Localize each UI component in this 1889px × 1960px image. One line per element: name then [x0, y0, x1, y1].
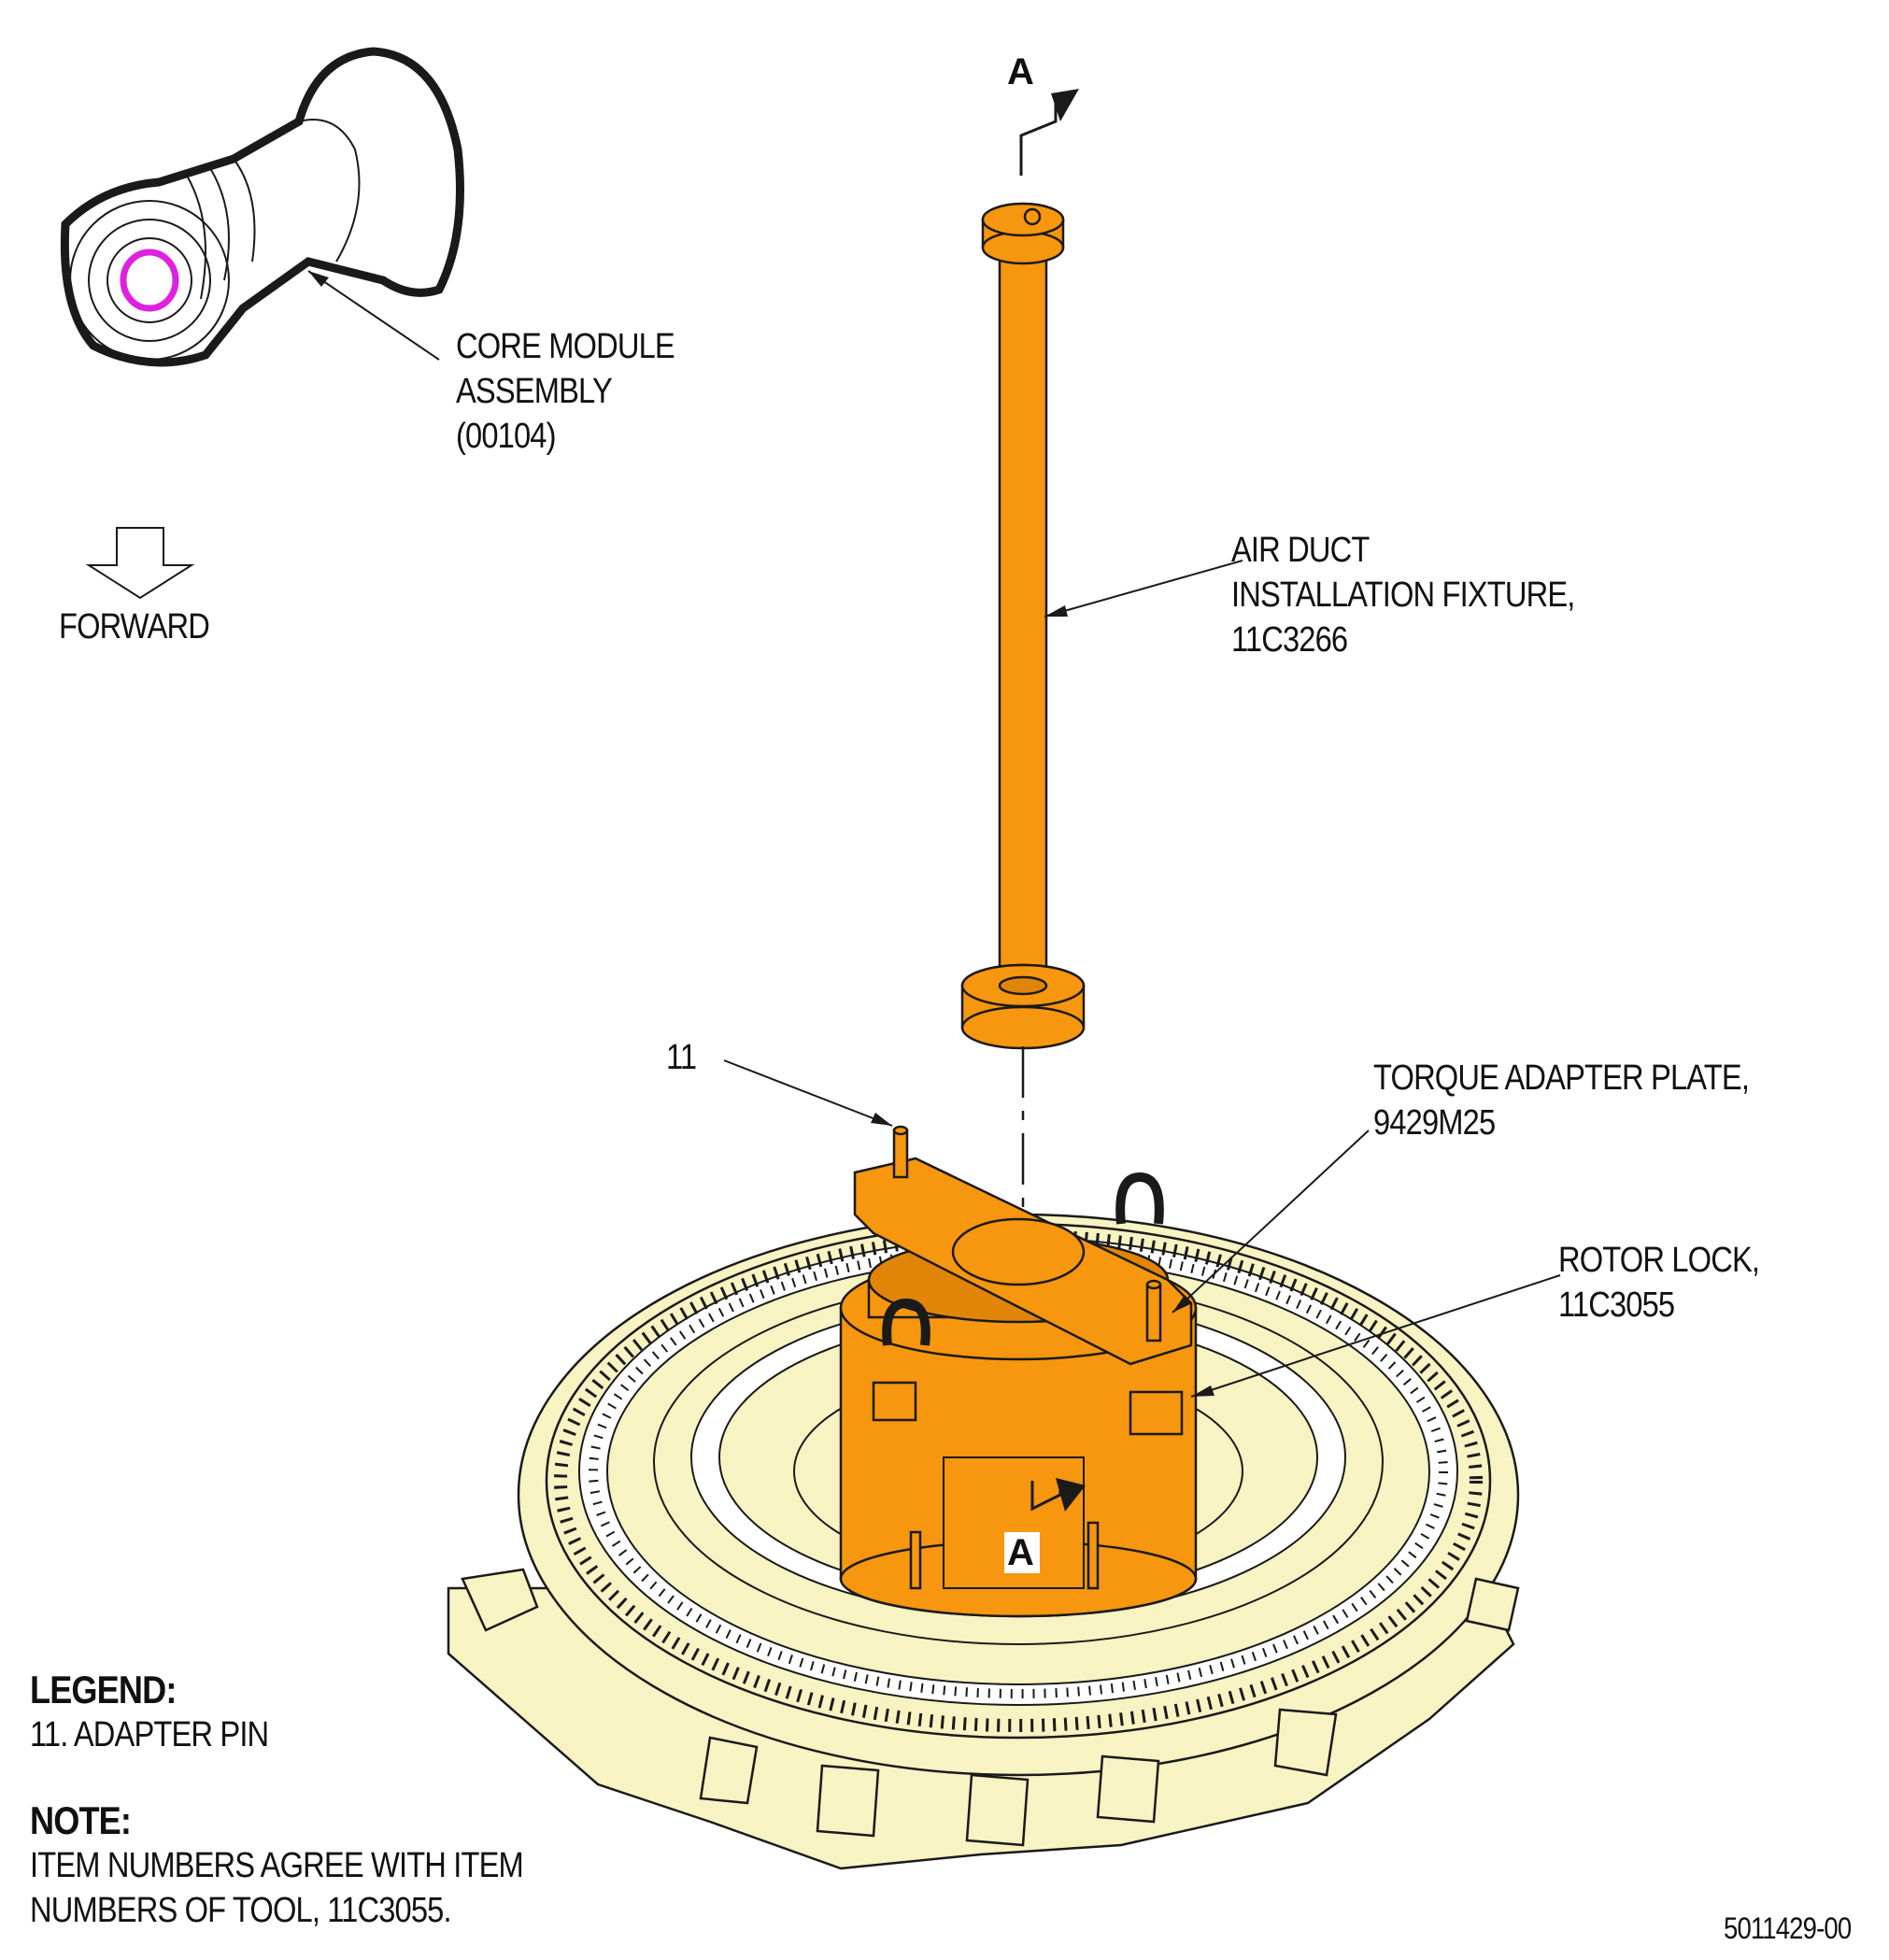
forward-label: FORWARD	[59, 607, 210, 646]
section-a-top-label: A	[1007, 51, 1034, 92]
core-module-assembly-thumbnail	[60, 47, 464, 367]
torque-plate-leader	[1172, 1129, 1370, 1314]
core-module-callout: CORE MODULE ASSEMBLY (00104)	[456, 327, 675, 456]
forward-arrow-icon	[85, 527, 195, 600]
note-line: NUMBERS OF TOOL, 11C3055.	[30, 1891, 452, 1930]
section-a-bottom-label: A	[1007, 1532, 1034, 1573]
air-duct-fixture	[960, 202, 1086, 1050]
torque-plate-callout: TORQUE ADAPTER PLATE, 9429M25	[1373, 1058, 1750, 1143]
item-11-callout: 11	[666, 1038, 697, 1077]
item-11-leader	[723, 1059, 893, 1127]
torque-adapter-plate	[853, 1125, 1193, 1366]
air-duct-leader	[1044, 560, 1243, 618]
core-module-leader	[307, 270, 440, 361]
highlight-ring	[120, 249, 179, 312]
note-line: ITEM NUMBERS AGREE WITH ITEM	[30, 1846, 524, 1885]
legend-item: 11. ADAPTER PIN	[30, 1715, 269, 1754]
note-block: NOTE: ITEM NUMBERS AGREE WITH ITEM NUMBE…	[30, 1798, 524, 1933]
legend-heading: LEGEND:	[30, 1668, 177, 1711]
blade-row-inner	[589, 1244, 1448, 1698]
note-heading: NOTE:	[30, 1798, 132, 1842]
rotor-lock-leader	[1190, 1274, 1561, 1398]
section-a-bottom-marker	[1004, 1478, 1086, 1573]
rotor-lock-callout: ROTOR LOCK, 11C3055	[1558, 1241, 1760, 1325]
figure-id: 5011429-00	[1724, 1911, 1852, 1945]
air-duct-callout: AIR DUCT INSTALLATION FIXTURE, 11C3266	[1231, 531, 1575, 660]
section-a-top-marker	[1019, 89, 1079, 176]
legend-block: LEGEND: 11. ADAPTER PIN	[30, 1668, 269, 1757]
